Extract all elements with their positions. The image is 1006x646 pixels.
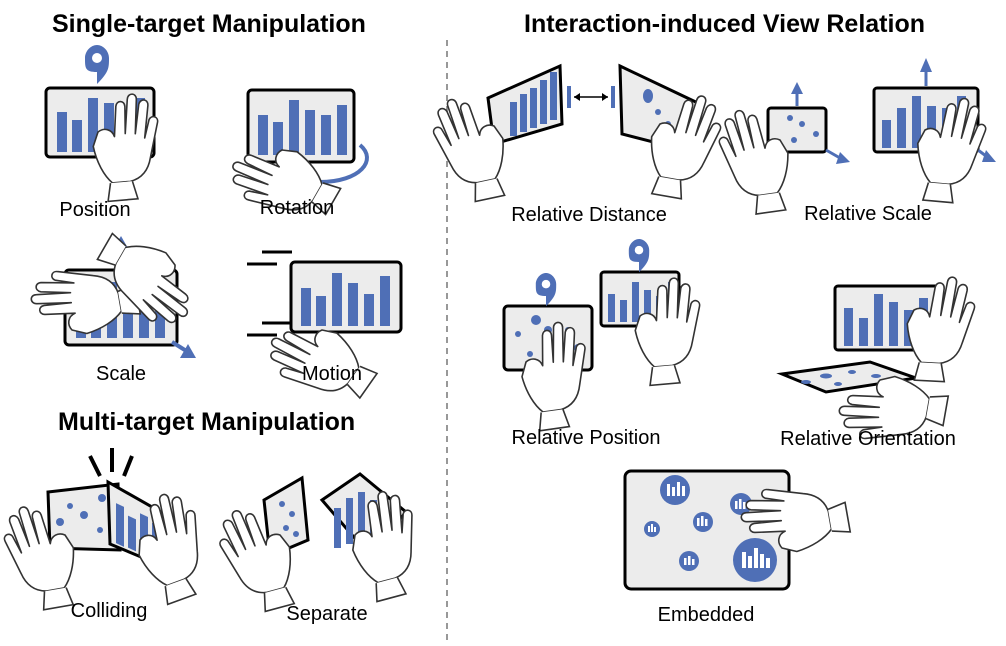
label-colliding: Colliding — [71, 600, 148, 622]
embedded-illustration — [623, 469, 853, 591]
embedded-chart-node — [679, 551, 699, 571]
location-pin-icon — [628, 239, 650, 273]
section-title-view-relation: Interaction-induced View Relation — [524, 10, 925, 38]
location-pin-icon — [535, 273, 557, 307]
distance-arrow-icon — [574, 93, 608, 101]
relative-position-illustration — [502, 239, 708, 433]
label-embedded: Embedded — [658, 604, 755, 626]
relative-scale-illustration — [714, 58, 996, 219]
label-relative-distance: Relative Distance — [511, 204, 667, 226]
position-illustration — [44, 45, 166, 204]
relative-orientation-illustration — [776, 274, 977, 453]
embedded-chart-node — [730, 493, 752, 515]
section-title-multi-target: Multi-target Manipulation — [58, 408, 355, 436]
embedded-chart-node — [693, 512, 713, 532]
rotation-illustration — [220, 88, 369, 239]
label-position: Position — [59, 199, 130, 221]
colliding-illustration — [0, 448, 222, 616]
scale-illustration — [26, 224, 209, 358]
label-scale: Scale — [96, 363, 146, 385]
axis-arrows-icon — [920, 58, 996, 162]
embedded-chart-node — [644, 521, 660, 537]
label-relative-orientation: Relative Orientation — [780, 428, 956, 450]
motion-lines-icon — [247, 250, 292, 337]
motion-illustration — [247, 250, 403, 421]
separate-illustration — [211, 472, 433, 620]
label-relative-scale: Relative Scale — [804, 203, 932, 225]
label-motion: Motion — [302, 363, 362, 385]
section-title-single-target: Single-target Manipulation — [52, 10, 366, 38]
label-relative-position: Relative Position — [512, 427, 661, 449]
collision-burst-icon — [88, 448, 134, 477]
label-separate: Separate — [286, 603, 367, 625]
label-rotation: Rotation — [260, 197, 335, 219]
embedded-chart-node — [660, 475, 690, 505]
relative-distance-illustration — [426, 63, 727, 208]
location-pin-icon — [85, 45, 109, 84]
embedded-chart-node — [733, 538, 777, 582]
